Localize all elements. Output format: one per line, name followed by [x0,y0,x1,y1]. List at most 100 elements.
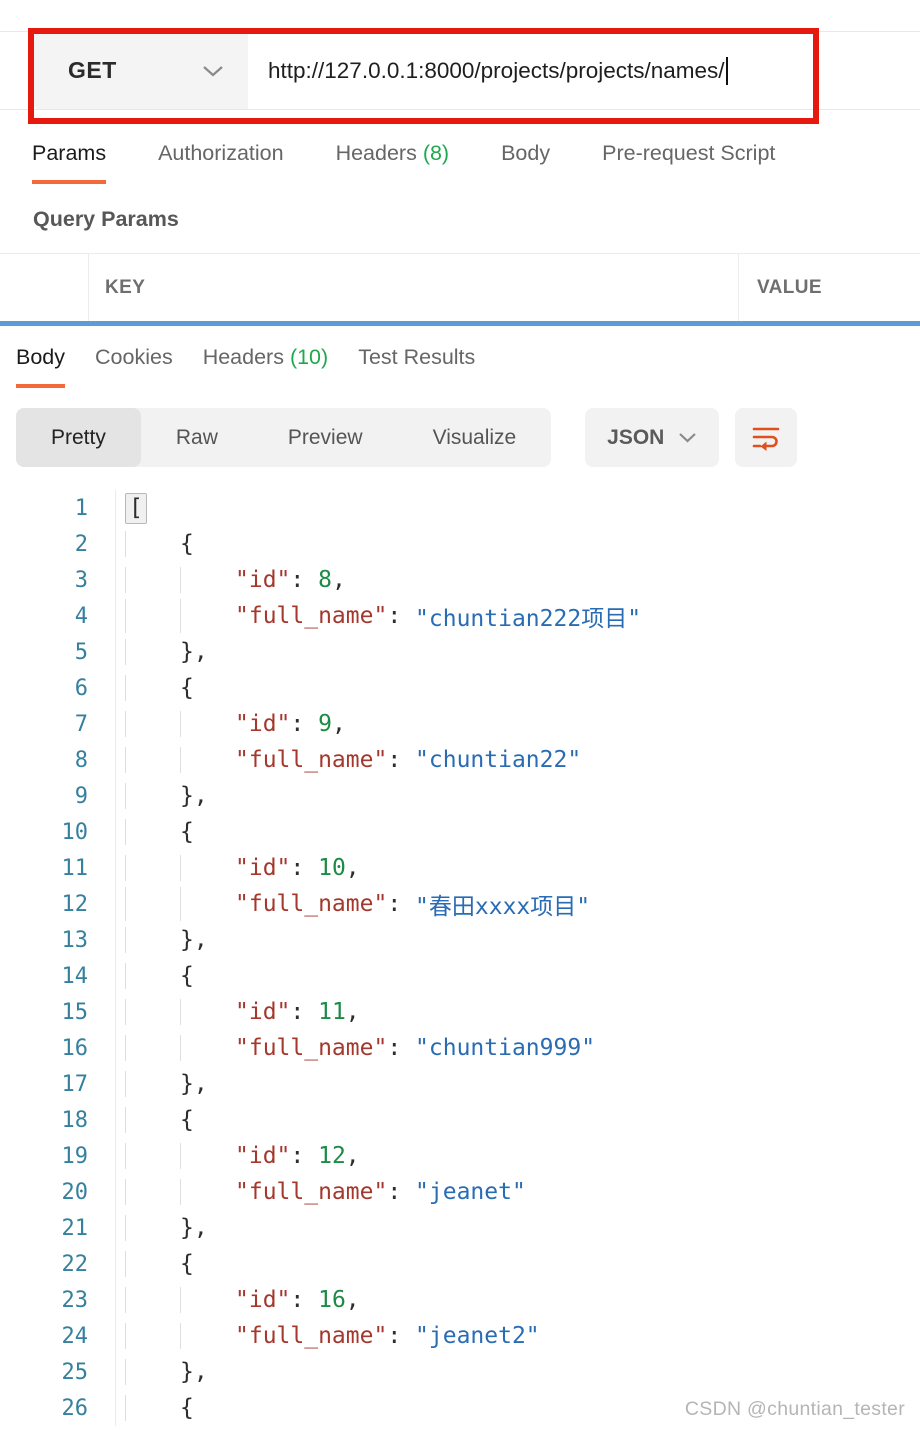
indent-guide [125,747,180,773]
tab-headers[interactable]: Headers (8) [336,141,450,184]
indent-guide [125,783,180,809]
code-line-content: "full_name": "jeanet" [125,1179,526,1205]
indent-guide [180,855,235,881]
tab-cookies[interactable]: Cookies [95,345,173,388]
indent-guide [180,1323,235,1349]
tab-label: Body [501,141,551,165]
code-line-content: "full_name": "chuntian222项目" [125,599,641,633]
matched-bracket: [ [125,492,147,524]
json-token: }, [180,1215,208,1241]
json-token: { [180,819,194,845]
line-number: 10 [61,819,89,845]
view-mode-raw[interactable]: Raw [175,425,218,449]
json-token: : [387,1323,416,1349]
view-mode-pretty[interactable]: Pretty [16,408,141,467]
method-label: GET [68,57,117,83]
indent-guide [180,599,235,633]
line-number: 12 [61,891,89,917]
indent-guide [125,567,180,593]
code-line-content: }, [125,1215,208,1241]
url-input[interactable]: http://127.0.0.1:8000/projects/projects/… [248,32,920,109]
json-token: , [331,567,346,593]
tab-test-results[interactable]: Test Results [358,345,475,388]
json-token: , [345,999,360,1025]
code-line: 13}, [0,922,920,958]
tab-label: Test Results [358,345,476,369]
method-select[interactable]: GET [33,32,248,109]
line-number: 23 [61,1287,89,1313]
format-select[interactable]: JSON [585,408,720,467]
code-line-content: }, [125,927,208,953]
indent-guide [125,999,180,1025]
indent-guide [125,1359,180,1385]
response-body-code-viewer[interactable]: 1[2{3"id": 8,4"full_name": "chuntian222项… [0,490,920,1430]
line-number: 7 [74,711,88,737]
indent-guide [125,1107,180,1133]
json-token: { [180,1107,194,1133]
tab-headers[interactable]: Headers (10) [203,345,328,388]
view-mode-preview[interactable]: Preview [287,425,363,449]
wrap-text-button[interactable] [735,408,798,467]
tab-body[interactable]: Body [16,345,66,388]
pane-splitter-handle[interactable] [0,321,920,326]
code-line: 15"id": 11, [0,994,920,1030]
indent-guide [180,711,235,737]
response-view-bar: Pretty Raw Preview Visualize JSON [16,408,798,467]
code-line-content: }, [125,1071,208,1097]
indent-guide [125,887,180,921]
tab-params[interactable]: Params [32,141,107,184]
json-token: "id" [235,855,291,881]
code-line: 9}, [0,778,920,814]
tab-body[interactable]: Body [501,141,550,184]
json-token: "full_name" [235,603,388,629]
param-checkbox-column[interactable] [0,254,89,321]
json-token: : [290,999,319,1025]
tab-label: Pre-request Script [602,141,776,165]
json-token: : [290,567,319,593]
code-line: 17}, [0,1066,920,1102]
text-cursor [725,56,728,85]
code-line: 2{ [0,526,920,562]
json-token: "chuntian999" [415,1035,596,1061]
code-line: 10 { [0,814,920,850]
indent-guide [125,531,180,557]
indent-guide [180,887,235,921]
line-number: 26 [61,1395,89,1421]
line-number: 24 [61,1323,89,1349]
url-text: http://127.0.0.1:8000/projects/projects/… [268,57,725,83]
json-token: "id" [235,1143,291,1169]
indent-guide [125,1215,180,1241]
code-line-content: { [125,1251,194,1277]
indent-guide [125,1071,180,1097]
line-number: 21 [61,1215,89,1241]
code-line-content: "id": 11, [125,999,360,1025]
param-value-column[interactable]: VALUE [739,254,920,321]
indent-guide [125,1179,180,1205]
json-token: "full_name" [235,891,388,917]
param-key-column[interactable]: KEY [89,254,739,321]
tab-authorization[interactable]: Authorization [158,141,284,184]
code-line-content: "full_name": "chuntian22" [125,747,581,773]
tab-label: Headers [202,345,284,369]
code-line-content: { [125,531,194,557]
json-token: : [387,1035,416,1061]
wrap-text-icon [752,427,780,451]
line-number: 3 [74,567,88,593]
view-mode-visualize[interactable]: Visualize [432,425,517,449]
json-token: 12 [318,1143,346,1169]
tab-label: Cookies [95,345,173,369]
code-line-content: "id": 16, [125,1287,360,1313]
tab-label: Body [16,345,66,369]
tab-label: Authorization [158,141,284,165]
indent-guide [180,567,235,593]
json-token: : [387,1179,416,1205]
key-column-header: KEY [105,276,146,298]
code-line: 7"id": 9, [0,706,920,742]
tab-pre-request-script[interactable]: Pre-request Script [602,141,775,184]
indent-guide [180,1143,235,1169]
indent-guide [125,1251,180,1277]
json-token: "id" [235,999,291,1025]
indent-guide [180,1179,235,1205]
json-token: 11 [318,999,346,1025]
indent-guide [180,999,235,1025]
